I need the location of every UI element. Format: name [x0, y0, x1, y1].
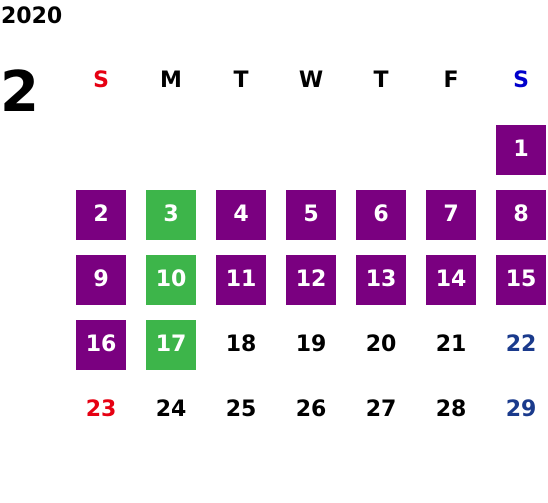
day-cell-13[interactable]: 13	[356, 255, 406, 305]
day-cell-29[interactable]: 29	[505, 397, 537, 422]
day-cell-18[interactable]: 18	[225, 332, 257, 357]
weekday-label-wed: W	[298, 68, 324, 93]
day-cell-22[interactable]: 22	[505, 332, 537, 357]
day-cell-8[interactable]: 8	[496, 190, 546, 240]
day-cell-25[interactable]: 25	[225, 397, 257, 422]
weekday-label-fri: F	[443, 68, 459, 93]
weekday-label-tue: T	[233, 68, 249, 93]
day-cell-23[interactable]: 23	[85, 397, 117, 422]
day-cell-17[interactable]: 17	[146, 320, 196, 370]
day-cell-27[interactable]: 27	[365, 397, 397, 422]
day-cell-11[interactable]: 11	[216, 255, 266, 305]
day-cell-20[interactable]: 20	[365, 332, 397, 357]
calendar-month: 2	[0, 60, 39, 125]
day-cell-5[interactable]: 5	[286, 190, 336, 240]
day-cell-26[interactable]: 26	[295, 397, 327, 422]
day-cell-21[interactable]: 21	[435, 332, 467, 357]
day-cell-15[interactable]: 15	[496, 255, 546, 305]
day-cell-10[interactable]: 10	[146, 255, 196, 305]
day-cell-28[interactable]: 28	[435, 397, 467, 422]
day-cell-1[interactable]: 1	[496, 125, 546, 175]
day-cell-24[interactable]: 24	[155, 397, 187, 422]
calendar-year: 2020	[1, 4, 63, 29]
day-cell-3[interactable]: 3	[146, 190, 196, 240]
day-cell-2[interactable]: 2	[76, 190, 126, 240]
weekday-label-sat: S	[513, 68, 529, 93]
day-cell-16[interactable]: 16	[76, 320, 126, 370]
day-cell-4[interactable]: 4	[216, 190, 266, 240]
weekday-label-mon: M	[160, 68, 182, 93]
day-cell-19[interactable]: 19	[295, 332, 327, 357]
day-cell-7[interactable]: 7	[426, 190, 476, 240]
day-cell-9[interactable]: 9	[76, 255, 126, 305]
weekday-label-sun: S	[93, 68, 109, 93]
day-cell-6[interactable]: 6	[356, 190, 406, 240]
day-cell-12[interactable]: 12	[286, 255, 336, 305]
day-cell-14[interactable]: 14	[426, 255, 476, 305]
weekday-label-thu: T	[373, 68, 389, 93]
